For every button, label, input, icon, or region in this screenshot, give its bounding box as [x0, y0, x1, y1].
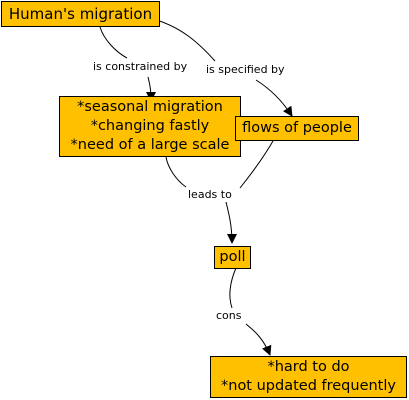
link-label-leads-to: leads to — [186, 188, 234, 202]
node-cons-result[interactable]: *hard to do *not updated frequently — [210, 356, 407, 398]
node-label: *need of a large scale — [70, 137, 230, 153]
link-label-cons: cons — [214, 309, 244, 323]
node-label: Human's migration — [8, 5, 153, 23]
node-label: *changing fastly — [90, 118, 210, 134]
node-flows-of-people[interactable]: flows of people — [235, 116, 359, 141]
node-label: flows of people — [242, 120, 352, 136]
link-line-poll-cons — [229, 267, 237, 309]
link-arrow-leadsto-poll — [225, 201, 237, 244]
node-humans-migration[interactable]: Human's migration — [1, 1, 160, 27]
link-arrow-specified-flows — [255, 79, 293, 117]
link-line-flows-leadsto — [239, 140, 274, 189]
link-label-constrained: is constrained by — [91, 60, 190, 74]
node-label: poll — [219, 249, 246, 265]
link-arrow-cons-result — [245, 323, 272, 356]
node-label: *seasonal migration — [77, 99, 223, 115]
link-line-constraints-leadsto — [165, 156, 187, 188]
node-constraints[interactable]: *seasonal migration *changing fastly *ne… — [59, 96, 241, 157]
link-label-specified: is specified by — [204, 63, 287, 77]
node-label: *not updated frequently — [221, 378, 396, 394]
node-label: *hard to do — [267, 359, 350, 375]
node-poll[interactable]: poll — [214, 246, 251, 269]
link-line-migration-constrained — [99, 26, 128, 59]
